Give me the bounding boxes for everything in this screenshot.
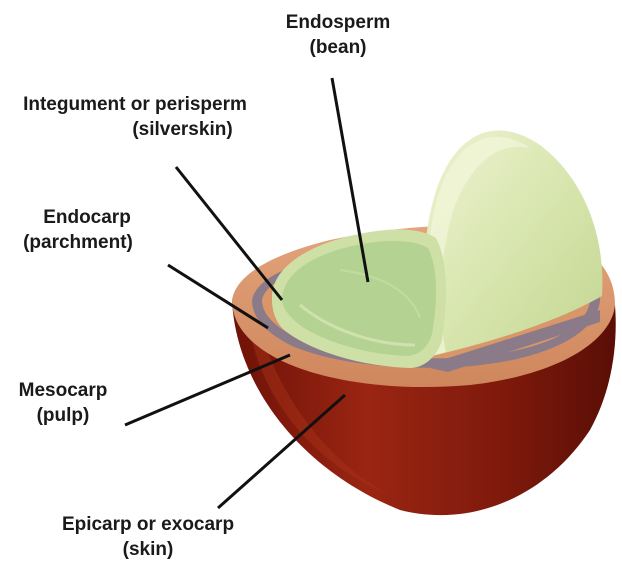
label-mesocarp-line1: Mesocarp bbox=[8, 378, 118, 403]
label-endosperm: Endosperm (bean) bbox=[268, 10, 408, 60]
label-epicarp-line1: Epicarp or exocarp bbox=[28, 512, 268, 537]
label-epicarp: Epicarp or exocarp (skin) bbox=[28, 512, 268, 562]
label-endocarp-line1: Endocarp bbox=[8, 205, 148, 230]
label-endosperm-line1: Endosperm bbox=[268, 10, 408, 35]
label-endocarp: Endocarp (parchment) bbox=[8, 205, 148, 255]
label-endosperm-line2: (bean) bbox=[268, 35, 408, 60]
label-integument-line1: Integument or perisperm bbox=[5, 92, 265, 117]
label-endocarp-line2: (parchment) bbox=[8, 230, 148, 255]
label-mesocarp-line2: (pulp) bbox=[8, 403, 118, 428]
label-epicarp-line2: (skin) bbox=[28, 537, 268, 562]
label-mesocarp: Mesocarp (pulp) bbox=[8, 378, 118, 428]
label-integument: Integument or perisperm (silverskin) bbox=[5, 92, 265, 142]
label-integument-line2: (silverskin) bbox=[5, 117, 265, 142]
